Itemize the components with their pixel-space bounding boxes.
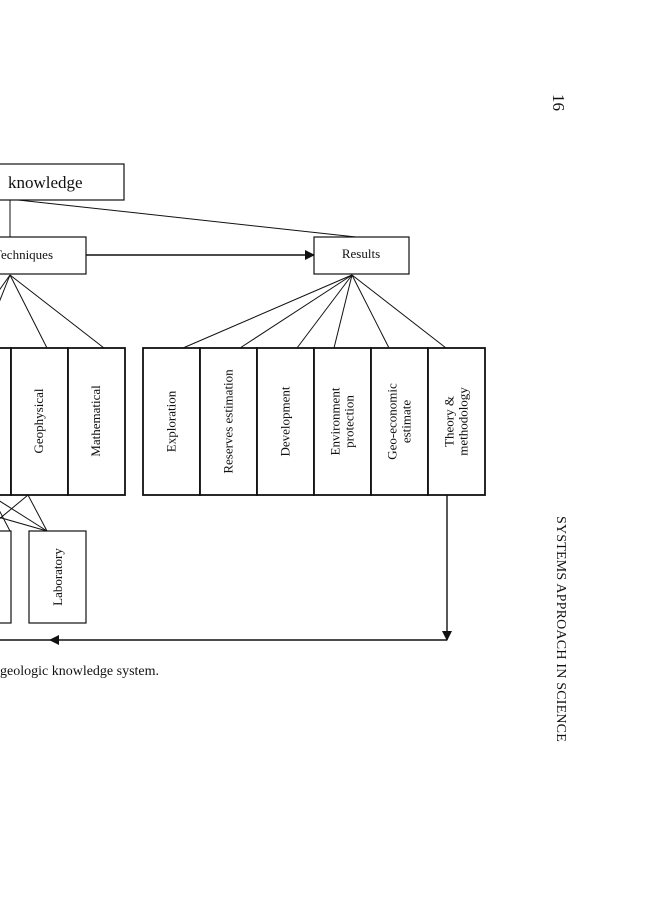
- technique-boxes: Geophysical Mathematical: [0, 347, 126, 496]
- mathematical-box: [67, 347, 126, 496]
- techniques-node: Techniques: [0, 236, 87, 275]
- geophysical-label: Geophysical: [31, 388, 46, 453]
- lower-fan-lines: [0, 494, 48, 532]
- lower-boxes: Laboratory: [0, 530, 87, 624]
- result-box-label: Exploration: [164, 390, 179, 452]
- running-head: SYSTEMS APPROACH IN SCIENCE: [553, 516, 568, 742]
- results-fan-lines: [182, 274, 447, 349]
- result-box-label: Development: [278, 386, 293, 456]
- result-box-label: methodology: [456, 387, 471, 456]
- result-box: [370, 347, 429, 496]
- results-label: Results: [342, 246, 380, 261]
- result-box: [427, 347, 486, 496]
- geophysical-box: [10, 347, 69, 496]
- laboratory-label: Laboratory: [50, 548, 65, 606]
- result-box-label: Theory &: [442, 396, 457, 447]
- page-number: 16: [549, 94, 568, 111]
- result-boxes: Exploration Reserves estimation Developmen…: [142, 347, 486, 496]
- techniques-fan-lines: [0, 274, 105, 349]
- result-box-label: Geo-economic: [385, 383, 400, 460]
- feedback-loop-arrow: [0, 495, 452, 645]
- figure-caption: geologic knowledge system.: [0, 664, 160, 679]
- result-box: [256, 347, 315, 496]
- result-box-label: estimate: [399, 400, 414, 444]
- knowledge-node: knowledge: [0, 163, 125, 201]
- result-box-label: Reserves estimation: [221, 369, 236, 474]
- knowledge-label: knowledge: [8, 173, 83, 192]
- techniques-label: Techniques: [0, 247, 53, 262]
- laboratory-box: [28, 530, 87, 624]
- result-box-label: Environment: [328, 387, 343, 455]
- mathematical-label: Mathematical: [88, 385, 103, 457]
- result-box: [313, 347, 372, 496]
- connector-knowledge-results: [17, 199, 357, 238]
- result-box-label: protection: [342, 395, 357, 448]
- result-box: [199, 347, 258, 496]
- results-node: Results: [313, 236, 410, 275]
- result-box: [142, 347, 201, 496]
